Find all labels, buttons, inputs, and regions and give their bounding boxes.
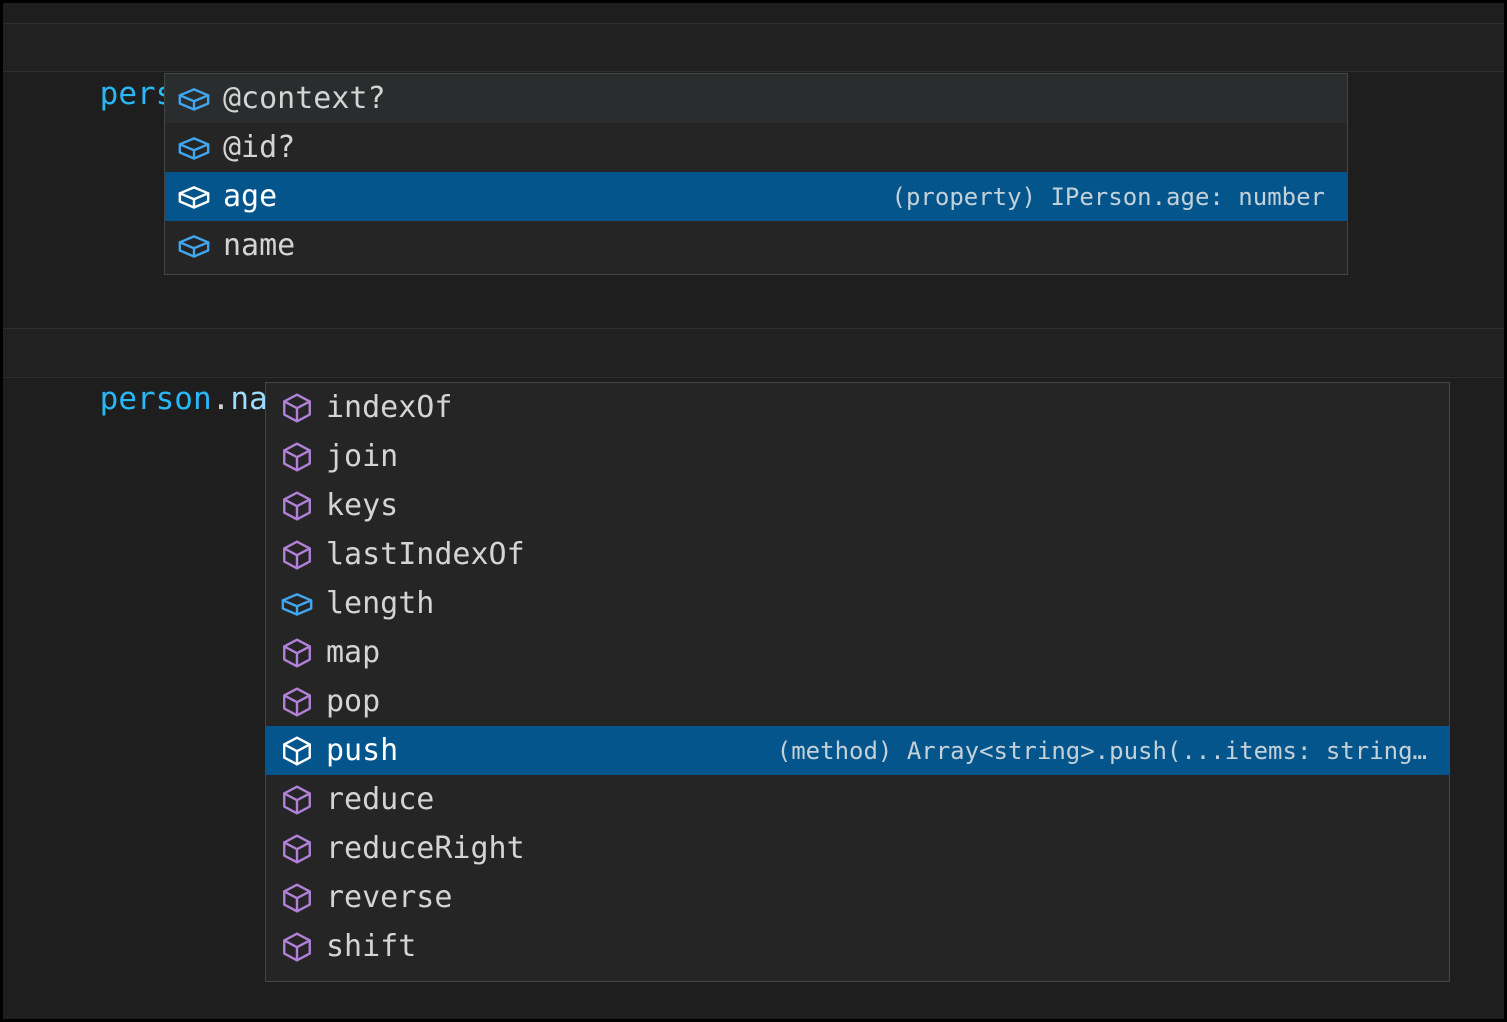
- suggestion-item[interactable]: map: [266, 628, 1449, 677]
- suggestion-item[interactable]: @id?: [165, 123, 1347, 172]
- suggestion-label: length: [326, 585, 435, 621]
- property-cube-icon: [178, 185, 210, 209]
- property-cube-icon: [178, 136, 210, 160]
- code-token-variable: person: [99, 381, 212, 417]
- suggestion-item[interactable]: lastIndexOf: [266, 530, 1449, 579]
- suggestion-item[interactable]: name: [165, 221, 1347, 270]
- suggestion-label: age: [223, 178, 278, 214]
- method-cube-icon: [283, 931, 311, 962]
- property-cube-icon: [281, 592, 313, 616]
- suggestion-item[interactable]: length: [266, 579, 1449, 628]
- method-cube-icon: [283, 833, 311, 864]
- method-cube-icon: [283, 539, 311, 570]
- code-token-punct: .: [211, 381, 231, 417]
- suggestion-item[interactable]: reduce: [266, 775, 1449, 824]
- suggestion-label: @id?: [223, 129, 296, 165]
- suggestion-item[interactable]: shift: [266, 922, 1449, 971]
- suggestion-item[interactable]: indexOf: [266, 383, 1449, 432]
- property-cube-icon: [178, 87, 210, 111]
- method-cube-icon: [283, 392, 311, 423]
- suggestion-item[interactable]: keys: [266, 481, 1449, 530]
- suggestion-detail: (method) Array<string>.push(...items: st…: [776, 736, 1427, 765]
- method-cube-icon: [283, 637, 311, 668]
- suggestion-label: name: [223, 227, 296, 263]
- suggestion-label: indexOf: [326, 389, 453, 425]
- method-cube-icon: [283, 490, 311, 521]
- suggestion-item[interactable]: reduceRight: [266, 824, 1449, 873]
- editor-divider-below-line-1: [3, 71, 1504, 72]
- suggestion-label: pop: [326, 683, 381, 719]
- suggestion-label: shift: [326, 928, 417, 964]
- suggestion-label: reverse: [326, 879, 453, 915]
- suggestion-item[interactable]: join: [266, 432, 1449, 481]
- suggestion-label: reduceRight: [326, 830, 525, 866]
- editor-divider-top: [3, 23, 1504, 24]
- suggestion-widget-person[interactable]: @context? @id? age (property) IPerson.age: …: [164, 73, 1348, 275]
- code-line-person-dot[interactable]: person.;: [3, 24, 1504, 116]
- suggestion-label: join: [326, 438, 399, 474]
- method-cube-icon: [283, 735, 311, 766]
- suggestion-label: reduce: [326, 781, 435, 817]
- method-cube-icon: [283, 882, 311, 913]
- method-cube-icon: [283, 784, 311, 815]
- suggestion-item[interactable]: reverse: [266, 873, 1449, 922]
- suggestion-item[interactable]: @context?: [165, 74, 1347, 123]
- code-line-person-name-dot[interactable]: person.name.;: [3, 329, 1504, 421]
- suggestion-label: map: [326, 634, 381, 670]
- suggestion-label: push: [326, 732, 399, 768]
- method-cube-icon: [283, 686, 311, 717]
- suggestion-item[interactable]: age (property) IPerson.age: number: [165, 172, 1347, 221]
- suggestion-label: @context?: [223, 80, 386, 116]
- suggestion-item[interactable]: push (method) Array<string>.push(...items…: [266, 726, 1449, 775]
- editor-divider-above-line-2: [3, 328, 1504, 329]
- editor-divider-below-line-2: [3, 377, 1504, 378]
- suggestion-widget-person-name[interactable]: indexOf join keys lastIndexOf length map pop pu…: [265, 382, 1450, 982]
- editor-frame: person.; person.name.; @context? @id? age (…: [3, 3, 1504, 1019]
- suggestion-label: lastIndexOf: [326, 536, 525, 572]
- method-cube-icon: [283, 441, 311, 472]
- suggestion-label: keys: [326, 487, 399, 523]
- suggestion-item[interactable]: pop: [266, 677, 1449, 726]
- property-cube-icon: [178, 234, 210, 258]
- suggestion-detail: (property) IPerson.age: number: [891, 182, 1325, 211]
